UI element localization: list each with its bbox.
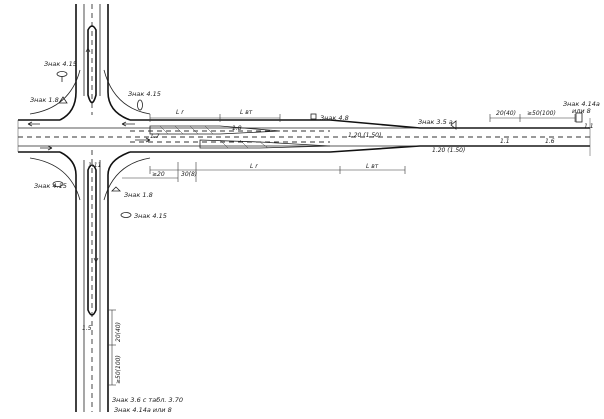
marking-1-20-bottom: 1.20 (1.50): [432, 147, 465, 154]
dim-50-100: ≥50(100): [527, 110, 556, 117]
label-sign-4-15-lower: Знак 4.15: [134, 212, 167, 220]
marking-1-7: 1.7: [150, 133, 160, 140]
dim-lr-top: L r: [176, 109, 184, 116]
marking-1-1: 1.1: [500, 138, 510, 145]
label-sign-4-15-lower-left: Знак 4.15: [34, 182, 67, 190]
sign-4-15-lower-left-icon: [52, 181, 64, 187]
label-sign-4-15-top: Знак 4.15: [44, 60, 77, 68]
sign-4-15-lower-icon: [120, 212, 132, 218]
marking-1-8: 1.8: [232, 125, 242, 132]
dim-30-left: 30(8): [181, 171, 197, 178]
label-sign-1-8-lower: Знак 1.8: [124, 191, 153, 199]
dim-50-100-vert: ≥50(100): [115, 355, 122, 384]
sign-symbols: [52, 71, 583, 218]
label-bottom-sign-1: Знак 3.6 с табл. 3.70: [112, 396, 183, 404]
main-road: [17, 69, 591, 201]
label-sign-4-14a-or: или 8: [572, 107, 591, 115]
dim-lbr-bottom: L вт: [366, 163, 379, 170]
marking-labels: 1.20 (1.50) 1.20 (1.50) 1.1 1.6 1.11 1.7…: [82, 123, 594, 332]
marking-1-6: 1.6: [545, 138, 555, 145]
sign-1-8-triangle-icon: [58, 96, 68, 104]
label-sign-1-8-left: Знак 1.8: [30, 96, 59, 104]
label-sign-4-8: Знак 4.8: [320, 114, 349, 122]
dim-20-40-vert: 20(40): [115, 322, 122, 342]
sign-4-8-icon: [310, 113, 317, 120]
dim-lr-bottom: L r: [250, 163, 258, 170]
label-bottom-sign-2: Знак 4.14а или 8: [114, 406, 172, 414]
marking-1-1-right: 1.1: [584, 123, 594, 130]
sign-3-5a-icon: [450, 120, 457, 130]
marking-1-20-top: 1.20 (1.50): [348, 132, 381, 139]
dimension-lines: [108, 114, 576, 386]
sign-4-15-top-icon: [56, 71, 68, 77]
dim-lbr-top: L вт: [240, 109, 253, 116]
dim-20-40: 20(40): [496, 110, 516, 117]
dimension-labels: L r L вт L r L вт 20(40) ≥50(100) ≥20 30…: [115, 109, 556, 384]
sign-4-14a-icon: [575, 112, 583, 123]
vertical-road: [75, 4, 109, 412]
sign-labels: Знак 4.15 Знак 1.8 Знак 4.15 Знак 4.8 Зн…: [30, 60, 600, 414]
marking-1-5: 1.5: [82, 325, 92, 332]
marking-1-11: 1.11: [88, 162, 101, 169]
label-sign-3-5a: Знак 3.5 а: [418, 118, 453, 126]
channelizing-islands: [149, 125, 331, 149]
sign-4-15-mid-icon: [137, 99, 143, 111]
dim-20-bottom: ≥20: [152, 171, 165, 178]
label-sign-4-14a: Знак 4.14а: [563, 100, 600, 108]
direction-arrows: [27, 47, 151, 263]
sign-1-8-lower-icon: [111, 186, 121, 192]
label-sign-4-15-mid: Знак 4.15: [128, 90, 161, 98]
